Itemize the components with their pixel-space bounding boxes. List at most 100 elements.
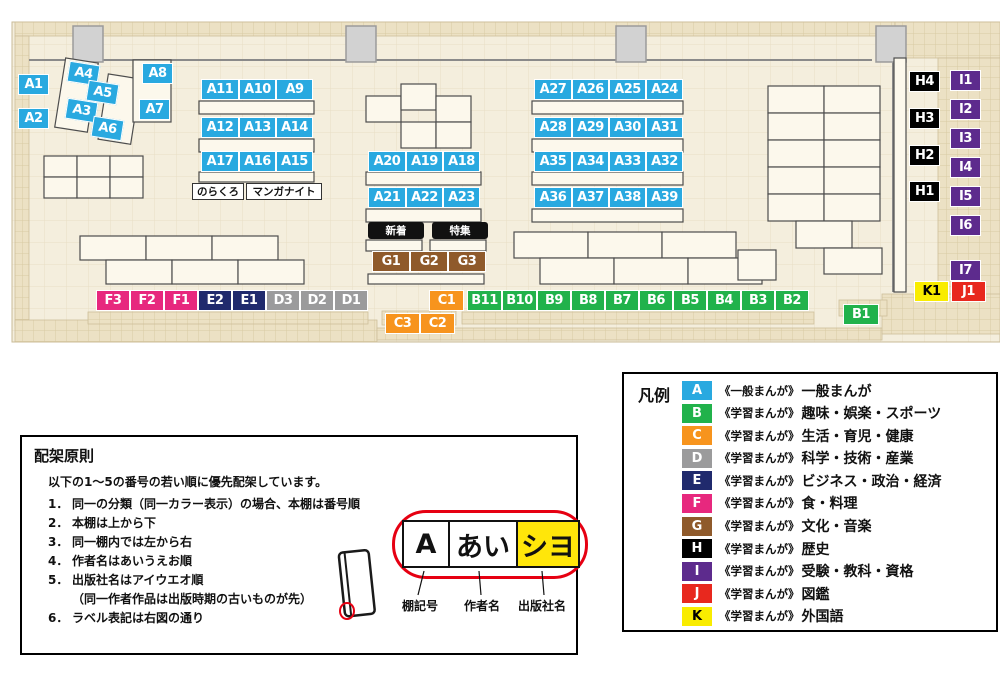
shelf-label-h1: H1: [909, 181, 940, 202]
shelf-label-a18: A18: [443, 151, 480, 172]
shelf-label-a19: A19: [406, 151, 443, 172]
shelf-label-i2: I2: [950, 99, 981, 120]
principles-item-note: （同一作者作品は出版時期の古いものが先）: [72, 592, 313, 606]
caption-author-name: 作者名: [464, 599, 501, 613]
principles-item: 2．本棚は上から下: [48, 514, 360, 533]
legend-chip: D: [682, 448, 712, 468]
legend-group-label: 《学習まんが》: [719, 473, 800, 488]
shelf-label-g3: G3: [448, 251, 486, 272]
legend-row-j: J《学習まんが》図鑑: [682, 584, 942, 604]
shelf-label-a21: A21: [368, 187, 406, 208]
sample-shelf-code: A: [404, 522, 450, 566]
label-position-circle: [339, 602, 355, 620]
map-info-label: 特集: [432, 222, 488, 239]
principles-item: 4．作者名はあいうえお順: [48, 552, 360, 571]
shelf-label-a38: A38: [609, 187, 646, 208]
shelf-label-a29: A29: [572, 117, 609, 138]
shelf-label-c3: C3: [385, 313, 420, 334]
shelf-label-h2: H2: [909, 145, 940, 166]
legend-chip: B: [682, 403, 712, 423]
shelf-label-h4: H4: [909, 71, 940, 92]
legend-row-e: E《学習まんが》ビジネス・政治・経済: [682, 471, 942, 491]
shelf-label-a20: A20: [368, 151, 406, 172]
shelf-label-f1: F1: [164, 290, 198, 311]
shelf-label-a15: A15: [276, 151, 313, 172]
shelf-label-b3: B3: [741, 290, 775, 311]
legend-category-label: 受験・教科・資格: [801, 564, 914, 581]
shelf-label-f3: F3: [96, 290, 130, 311]
shelf-label-i7: I7: [950, 260, 981, 281]
legend-row-k: K《学習まんが》外国語: [682, 606, 942, 626]
map-info-label: マンガナイト: [246, 183, 322, 200]
legend-row-i: I 《学習まんが》受験・教科・資格: [682, 561, 942, 581]
shelf-label-a13: A13: [239, 117, 276, 138]
legend-row-c: C《学習まんが》生活・育児・健康: [682, 426, 942, 446]
shelf-label-a14: A14: [276, 117, 313, 138]
book-spine-icon: [337, 548, 376, 620]
principles-item-text: ラベル表記は右図の通り: [72, 611, 205, 625]
caption-publisher-name: 出版社名: [518, 599, 567, 613]
legend-chip: K: [682, 606, 712, 626]
legend-group-label: 《学習まんが》: [719, 496, 800, 511]
shelf-label-b7: B7: [605, 290, 639, 311]
shelf-label-a28: A28: [534, 117, 572, 138]
shelf-label-a23: A23: [443, 187, 480, 208]
legend-group-label: 《学習まんが》: [719, 609, 800, 624]
principles-item: 3．同一棚内では左から右: [48, 533, 360, 552]
shelf-label-b11: B11: [467, 290, 502, 311]
legend-group-label: 《学習まんが》: [719, 564, 800, 579]
legend-category-label: 科学・技術・産業: [801, 451, 914, 468]
shelf-label-a8: A8: [142, 63, 173, 84]
legend-row-f: F《学習まんが》食・料理: [682, 493, 942, 513]
legend-category-label: 文化・音楽: [801, 519, 872, 536]
principles-item: 5．出版社名はアイウエオ順: [48, 571, 360, 590]
shelf-label-i6: I6: [950, 215, 981, 236]
legend-category-label: 食・料理: [801, 496, 858, 513]
legend-row-d: D《学習まんが》科学・技術・産業: [682, 448, 942, 468]
principles-item: 1．同一の分類（同一カラー表示）の場合、本棚は番号順: [48, 495, 360, 514]
map-info-label: 新着: [368, 222, 424, 239]
principles-item-number: 3．: [48, 535, 69, 549]
shelf-label-a12: A12: [201, 117, 239, 138]
legend-group-label: 《学習まんが》: [719, 519, 800, 534]
legend-group-label: 《一般まんが》: [719, 383, 800, 398]
shelf-label-a36: A36: [534, 187, 572, 208]
legend-category-label: 一般まんが: [801, 383, 872, 400]
shelf-label-a33: A33: [609, 151, 646, 172]
shelf-label-f2: F2: [130, 290, 164, 311]
legend-chip: H: [682, 539, 712, 559]
shelf-label-b6: B6: [639, 290, 673, 311]
map-info-label: のらくろ: [192, 183, 244, 200]
legend-chip: E: [682, 471, 712, 491]
shelf-label-a34: A34: [572, 151, 609, 172]
shelf-label-e2: E2: [198, 290, 232, 311]
floor-border-tiles: [14, 21, 1000, 343]
legend-group-label: 《学習まんが》: [719, 406, 800, 421]
shelf-label-b8: B8: [571, 290, 605, 311]
shelf-label-a25: A25: [609, 79, 646, 100]
shelf-label-a17: A17: [201, 151, 239, 172]
shelf-label-a6: A6: [90, 115, 125, 142]
principles-item-number: 2．: [48, 516, 69, 530]
shelf-label-c1: C1: [429, 290, 464, 311]
sample-publisher-name: シヨ: [518, 522, 578, 566]
principles-item-text: 同一棚内では左から右: [72, 535, 193, 549]
shelf-label-a32: A32: [646, 151, 683, 172]
legend-chip: I: [682, 561, 712, 581]
shelf-label-g1: G1: [372, 251, 410, 272]
shelf-label-h3: H3: [909, 108, 940, 129]
principles-item-number: 4．: [48, 554, 69, 568]
caption-connector-lines: [417, 570, 545, 596]
shelf-label-a26: A26: [572, 79, 609, 100]
shelf-label-b1: B1: [843, 304, 879, 325]
shelf-label-b9: B9: [537, 290, 571, 311]
legend-row-g: G 《学習まんが》文化・音楽: [682, 516, 942, 536]
shelf-label-a35: A35: [534, 151, 572, 172]
legend-chip: G: [682, 516, 712, 536]
shelf-label-a22: A22: [406, 187, 443, 208]
legend-group-label: 《学習まんが》: [719, 541, 800, 556]
